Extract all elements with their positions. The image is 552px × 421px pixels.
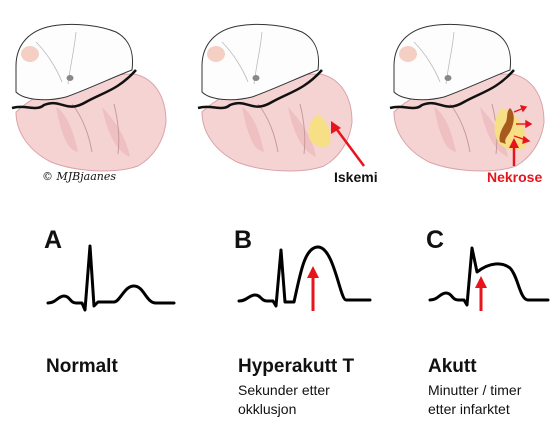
heart-necrosis-illustration — [390, 24, 544, 171]
nekrose-label: Nekrose — [487, 169, 542, 185]
panel-letter-c: C — [426, 226, 444, 255]
heart-ischemia-illustration — [198, 24, 352, 171]
copyright-text: © MJBjaanes — [42, 170, 116, 183]
heart-normal-illustration — [12, 24, 166, 171]
iskemi-label: Iskemi — [334, 169, 378, 185]
panel-b-subtitle-line1: Sekunder etter — [238, 381, 330, 400]
ecg-trace-hyperacute-t — [239, 247, 370, 306]
panel-letter-b: B — [234, 226, 252, 255]
panel-letter-a: A — [44, 226, 62, 255]
panel-c-subtitle-line2: etter infarktet — [428, 400, 510, 419]
panel-title-hyperacute: Hyperakutt T — [238, 356, 354, 378]
ecg-trace-acute-st — [430, 248, 548, 305]
panel-b-subtitle-line2: okklusjon — [238, 400, 296, 419]
panel-c-subtitle-line1: Minutter / timer — [428, 381, 521, 400]
panel-title-normal: Normalt — [46, 356, 118, 378]
hyperacute-t-arrow — [307, 266, 319, 311]
ecg-trace-normal — [48, 246, 174, 310]
panel-title-acute: Akutt — [428, 356, 477, 378]
st-elevation-arrow — [475, 276, 487, 311]
